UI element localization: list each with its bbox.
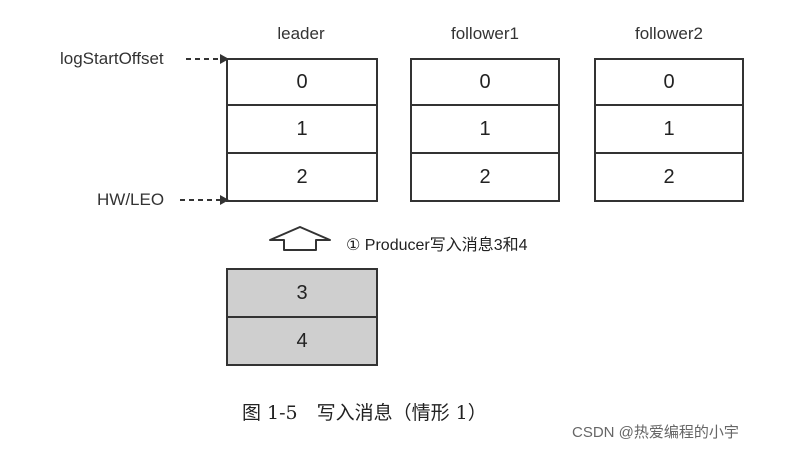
pending-message-4: 4	[226, 316, 378, 366]
follower2-cell-1: 1	[594, 104, 744, 154]
follower1-cell-2: 2	[410, 152, 560, 202]
follower2-cell-2: 2	[594, 152, 744, 202]
follower1-label: follower1	[450, 24, 520, 43]
up-arrow-icon	[269, 226, 331, 251]
step-note: ① Producer写入消息3和4	[346, 237, 528, 254]
hw-leo-label: HW/LEO	[97, 190, 165, 209]
hw-leo-arrow-head	[220, 195, 229, 205]
leader-cell-2: 2	[226, 152, 378, 202]
watermark: CSDN @热爱编程的小宇	[572, 424, 739, 441]
leader-label: leader	[277, 24, 325, 43]
follower2-label: follower2	[634, 24, 704, 43]
pending-message-3: 3	[226, 268, 378, 318]
figure-caption: 图 1-5 写入消息（情形 1）	[242, 402, 487, 424]
follower1-cell-1: 1	[410, 104, 560, 154]
log-start-offset-label: logStartOffset	[60, 49, 164, 68]
log-start-offset-arrow-head	[220, 54, 229, 64]
